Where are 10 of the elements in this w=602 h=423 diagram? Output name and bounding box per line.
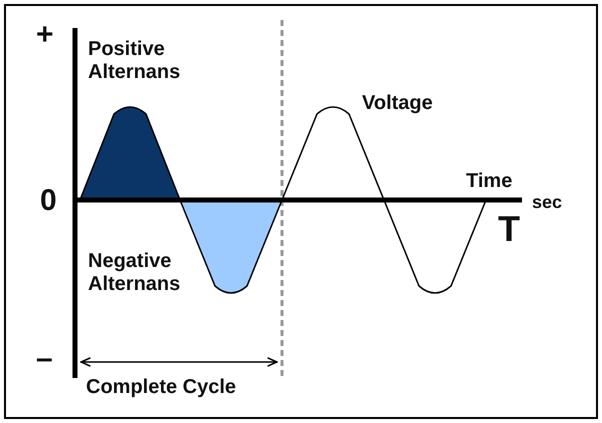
axis-value: 0 — [40, 184, 57, 218]
axis-sign: – — [36, 342, 53, 376]
axis-label: Time — [466, 170, 512, 193]
period-symbol: T — [498, 208, 520, 250]
unit-label: sec — [532, 192, 562, 213]
axis-sign: + — [36, 18, 54, 52]
wave-label: Negative Alternans — [88, 250, 182, 296]
wave-label: Voltage — [362, 92, 433, 115]
dimension-label: Complete Cycle — [86, 376, 236, 399]
wave-label: Positive Alternans — [88, 38, 182, 84]
